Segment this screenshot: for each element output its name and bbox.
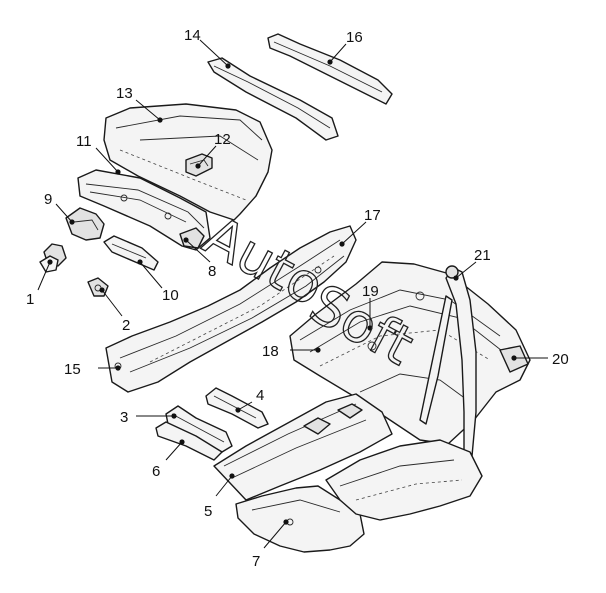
- callout-13: 13: [116, 85, 133, 102]
- callout-17: 17: [364, 207, 381, 224]
- callout-15: 15: [64, 361, 81, 378]
- callout-4: 4: [256, 387, 264, 404]
- callout-18: 18: [262, 343, 279, 360]
- callout-9: 9: [44, 191, 52, 208]
- part-8-plate: [179, 227, 205, 249]
- part-7-front-floor: [235, 439, 483, 553]
- callout-16: 16: [346, 29, 363, 46]
- callout-11: 11: [76, 133, 92, 150]
- callout-7: 7: [252, 553, 260, 570]
- part-11-rear-crossmember: [77, 169, 211, 251]
- callout-1: 1: [26, 291, 34, 308]
- callout-21: 21: [474, 247, 491, 264]
- callout-8: 8: [208, 263, 216, 280]
- callout-3: 3: [120, 409, 128, 426]
- part-9-bracket: [65, 207, 105, 241]
- part-17-15-longitudinal-sill: [105, 225, 357, 393]
- part-21-frame-bar: [419, 265, 477, 459]
- callout-labels: 1 2 3 4 5 6 7 8 9 10 11 12 13 14 15 16 1…: [26, 27, 569, 570]
- callout-20: 20: [552, 351, 569, 368]
- callout-5: 5: [204, 503, 212, 520]
- callout-10: 10: [162, 287, 179, 304]
- callout-12: 12: [214, 131, 231, 148]
- part-3-6-front-crossmember: [155, 405, 233, 461]
- part-16-roof-rail: [267, 33, 393, 105]
- part-14-roof-rail: [207, 57, 339, 141]
- callout-19: 19: [362, 283, 379, 300]
- part-10-reinforcement: [103, 235, 159, 271]
- part-1-mount: [39, 243, 67, 273]
- callout-14: 14: [184, 27, 201, 44]
- callout-6: 6: [152, 463, 160, 480]
- leader-lines: [37, 39, 548, 549]
- part-5-floor-pan: [213, 393, 393, 501]
- callout-2: 2: [122, 317, 130, 334]
